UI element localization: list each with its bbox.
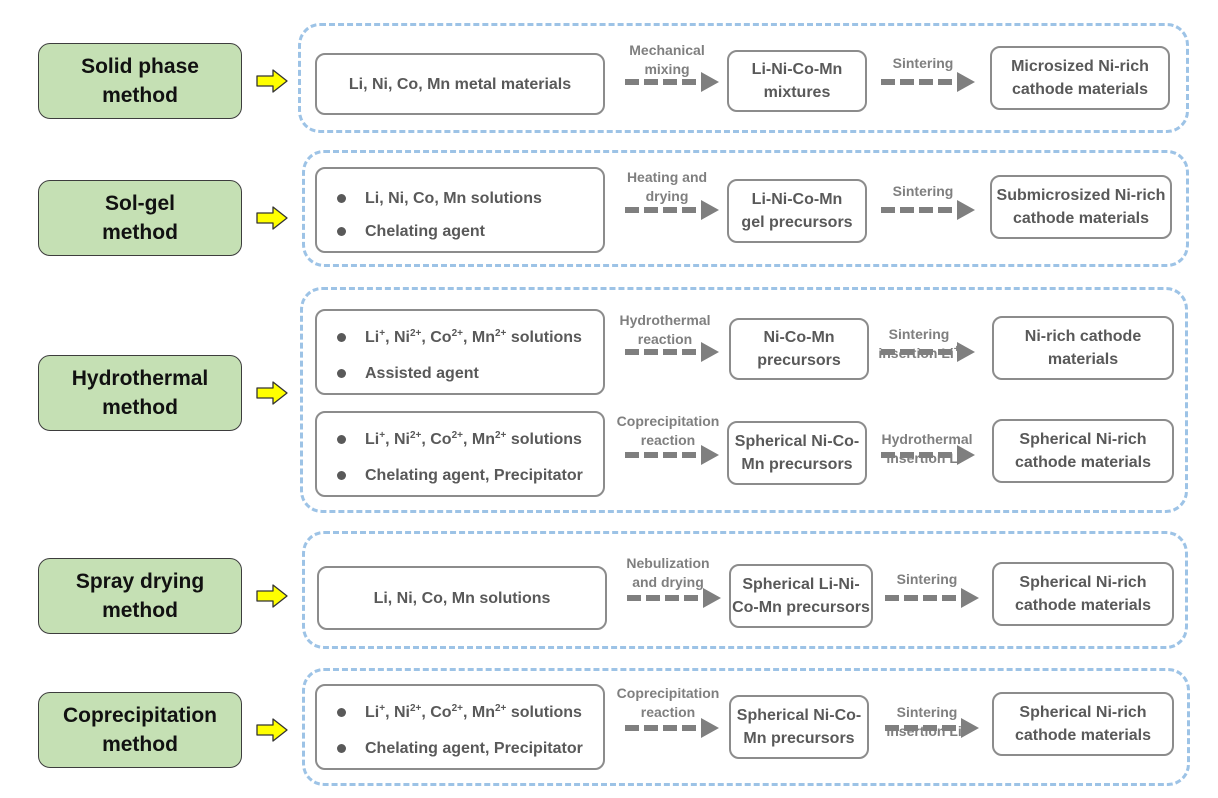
method-solid-phase: Solid phase method (38, 43, 242, 119)
dashed-arrow-icon (625, 72, 719, 92)
dashed-arrow-icon (625, 200, 719, 220)
step-label-sintering: Sintering (892, 55, 954, 71)
dashed-arrow-icon (885, 588, 979, 608)
step-label-sintering: Sintering (896, 571, 958, 587)
dashed-arrow-icon (885, 718, 979, 738)
source-item: Chelating agent, Precipitator (337, 464, 583, 487)
dashed-arrow-icon (625, 718, 719, 738)
intermediate-box-coprecipitation: Spherical Ni-Co- Mn precursors (729, 695, 869, 759)
panel-hydrothermal (300, 287, 1188, 513)
panel-sol-gel (302, 150, 1189, 267)
ion-solution-text: Li+, Ni2+, Co2+, Mn2+ solutions (365, 328, 582, 347)
dashed-arrow-icon (881, 342, 975, 362)
bullet-icon (337, 369, 346, 378)
intermediate-box-hydrothermal-a: Ni-Co-Mn precursors (729, 318, 869, 380)
dashed-arrow-icon (881, 200, 975, 220)
dashed-arrow-icon (627, 588, 721, 608)
source-box-hydrothermal-a: Li+, Ni2+, Co2+, Mn2+ solutions Assisted… (315, 309, 605, 395)
yellow-arrow-icon (256, 69, 288, 93)
step-label-nebulization-drying: Nebulization and drying (626, 555, 710, 590)
bullet-icon (337, 708, 346, 717)
product-box-hydrothermal-b: Spherical Ni-rich cathode materials (992, 419, 1174, 483)
source-box-solid-phase: Li, Ni, Co, Mn metal materials (315, 53, 605, 115)
step-label-sintering: Sintering (892, 183, 954, 199)
source-item: Li+, Ni2+, Co2+, Mn2+ solutions (337, 701, 582, 724)
yellow-arrow-icon (256, 206, 288, 230)
bullet-icon (337, 227, 346, 236)
step-label-heating-drying: Heating and drying (626, 169, 708, 204)
method-coprecipitation: Coprecipitation method (38, 692, 242, 768)
panel-coprecipitation (302, 668, 1190, 786)
bullet-icon (337, 194, 346, 203)
bullet-icon (337, 333, 346, 342)
product-box-hydrothermal-a: Ni-rich cathode materials (992, 316, 1174, 380)
yellow-arrow-icon (256, 381, 288, 405)
source-item: Chelating agent, Precipitator (337, 737, 583, 760)
source-item: Assisted agent (337, 362, 479, 385)
intermediate-box-solid-phase: Li-Ni-Co-Mn mixtures (727, 50, 867, 112)
bullet-icon (337, 471, 346, 480)
step-label-coprecipitation-reaction: Coprecipitation reaction (616, 413, 720, 448)
source-item: Chelating agent (337, 220, 485, 243)
dashed-arrow-icon (881, 72, 975, 92)
bullet-icon (337, 435, 346, 444)
method-hydrothermal: Hydrothermal method (38, 355, 242, 431)
panel-spray-drying (302, 531, 1188, 649)
source-item: Li+, Ni2+, Co2+, Mn2+ solutions (337, 428, 582, 451)
yellow-arrow-icon (256, 718, 288, 742)
product-box-sol-gel: Submicrosized Ni-rich cathode materials (990, 175, 1172, 239)
method-spray-drying: Spray drying method (38, 558, 242, 634)
dashed-arrow-icon (881, 445, 975, 465)
step-label-mechanical-mixing: Mechanical mixing (629, 42, 705, 77)
ion-solution-text: Li+, Ni2+, Co2+, Mn2+ solutions (365, 703, 582, 722)
bullet-icon (337, 744, 346, 753)
source-box-sol-gel: Li, Ni, Co, Mn solutions Chelating agent (315, 167, 605, 253)
step-label-hydrothermal-reaction: Hydrothermal reaction (619, 312, 711, 347)
ion-solution-text: Li+, Ni2+, Co2+, Mn2+ solutions (365, 430, 582, 449)
panel-solid-phase (298, 23, 1189, 133)
intermediate-box-sol-gel: Li-Ni-Co-Mn gel precursors (727, 179, 867, 243)
source-item: Li, Ni, Co, Mn solutions (337, 187, 542, 210)
dashed-arrow-icon (625, 445, 719, 465)
source-item: Li+, Ni2+, Co2+, Mn2+ solutions (337, 326, 582, 349)
intermediate-box-spray-drying: Spherical Li-Ni- Co-Mn precursors (729, 564, 873, 628)
step-label-coprecipitation-reaction: Coprecipitation reaction (616, 685, 720, 720)
source-box-spray-drying: Li, Ni, Co, Mn solutions (317, 566, 607, 630)
product-box-spray-drying: Spherical Ni-rich cathode materials (992, 562, 1174, 626)
product-box-coprecipitation: Spherical Ni-rich cathode materials (992, 692, 1174, 756)
intermediate-box-hydrothermal-b: Spherical Ni-Co- Mn precursors (727, 421, 867, 485)
method-sol-gel: Sol-gel method (38, 180, 242, 256)
product-box-solid-phase: Microsized Ni-rich cathode materials (990, 46, 1170, 110)
source-box-coprecipitation: Li+, Ni2+, Co2+, Mn2+ solutions Chelatin… (315, 684, 605, 770)
dashed-arrow-icon (625, 342, 719, 362)
yellow-arrow-icon (256, 584, 288, 608)
source-box-hydrothermal-b: Li+, Ni2+, Co2+, Mn2+ solutions Chelatin… (315, 411, 605, 497)
